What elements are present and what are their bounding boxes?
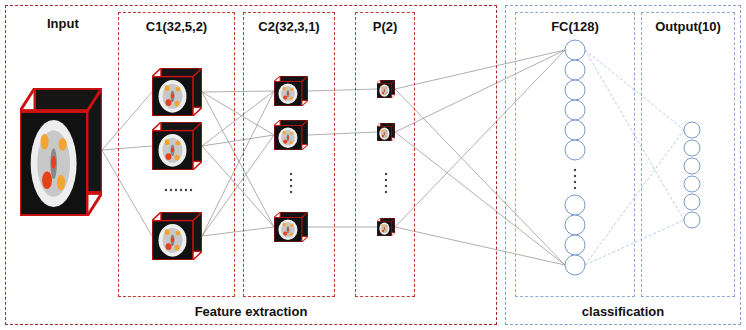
conv-layer-box: C1(32,5,2) xyxy=(118,12,235,297)
illustration-part xyxy=(185,189,187,191)
illustration-part xyxy=(684,194,700,210)
layer-title: Feature extraction xyxy=(195,304,308,320)
illustration-part xyxy=(684,176,700,192)
illustration-part xyxy=(565,40,585,60)
illustration-part xyxy=(102,146,152,150)
illustration-part xyxy=(308,227,377,228)
layer-title: C1(32,5,2) xyxy=(146,19,207,35)
illustration-part xyxy=(165,189,167,191)
illustration-part xyxy=(574,169,576,171)
illustration-part xyxy=(308,132,377,135)
illustration-part xyxy=(290,185,292,187)
illustration-part xyxy=(395,50,565,227)
illustration-part xyxy=(385,185,387,187)
illustration-part xyxy=(274,76,308,106)
illustration-part xyxy=(180,189,182,191)
illustration-part xyxy=(152,212,202,260)
illustration-part xyxy=(377,218,395,236)
illustration-part xyxy=(274,120,308,150)
illustration-part xyxy=(565,255,585,275)
illustration-part xyxy=(395,50,565,89)
illustration-part xyxy=(20,88,102,216)
illustration-part xyxy=(565,60,585,80)
illustration-part xyxy=(190,189,192,191)
illustration-part xyxy=(274,212,308,242)
illustration-part xyxy=(565,120,585,140)
illustration-part xyxy=(102,150,152,236)
illustration-part xyxy=(574,187,576,189)
layer-title: FC(128) xyxy=(551,19,599,35)
conv-layer-box: C2(32,3,1) xyxy=(243,12,335,297)
illustration-part xyxy=(290,173,292,175)
illustration-part xyxy=(565,140,585,160)
illustration-part xyxy=(202,135,274,146)
illustration-part xyxy=(175,189,177,191)
illustration-part xyxy=(385,179,387,181)
illustration-part xyxy=(202,91,274,146)
illustration-part xyxy=(574,181,576,183)
output-layer-box: Output(10) xyxy=(641,12,735,297)
illustration-part xyxy=(102,92,152,150)
illustration-part xyxy=(395,132,565,265)
illustration-part xyxy=(202,135,274,236)
illustration-part xyxy=(202,227,274,236)
illustration-part xyxy=(377,80,395,98)
illustration-part xyxy=(377,123,395,141)
illustration-part xyxy=(574,175,576,177)
illustration-part xyxy=(308,89,377,91)
fc-layer-box: FC(128) xyxy=(515,12,635,297)
illustration-part xyxy=(152,68,202,116)
illustration-part xyxy=(170,189,172,191)
illustration-part xyxy=(395,89,565,265)
illustration-part xyxy=(684,158,700,174)
connection-lines xyxy=(102,50,565,265)
input-label: Input xyxy=(47,16,79,31)
layer-title: P(2) xyxy=(373,19,398,35)
brain-volumes xyxy=(20,68,395,260)
illustration-part xyxy=(565,195,585,215)
classification-region: classification FC(128) Output(10) xyxy=(505,5,741,325)
illustration-part xyxy=(385,173,387,175)
illustration-part xyxy=(395,227,565,265)
fc-neurons xyxy=(565,40,585,275)
illustration-part xyxy=(290,179,292,181)
illustration-part xyxy=(565,100,585,120)
illustration-part xyxy=(152,122,202,170)
pooling-layer-box: P(2) xyxy=(355,12,415,297)
illustration-part xyxy=(565,215,585,235)
illustration-part xyxy=(385,191,387,193)
layer-title: Output(10) xyxy=(655,19,721,35)
output-neurons xyxy=(684,122,700,228)
illustration-part xyxy=(684,140,700,156)
illustration-part xyxy=(290,191,292,193)
illustration-part xyxy=(684,212,700,228)
layer-title: classification xyxy=(582,304,664,320)
feature-extraction-region: Feature extraction C1(32,5,2) C2(32,3,1) P(… xyxy=(5,5,497,325)
illustration-part xyxy=(565,235,585,255)
illustration-part xyxy=(202,91,274,92)
illustration-part xyxy=(565,80,585,100)
illustration-part xyxy=(202,91,274,236)
illustration-part xyxy=(684,122,700,138)
layer-title: C2(32,3,1) xyxy=(258,19,319,35)
illustration-part xyxy=(395,50,565,132)
